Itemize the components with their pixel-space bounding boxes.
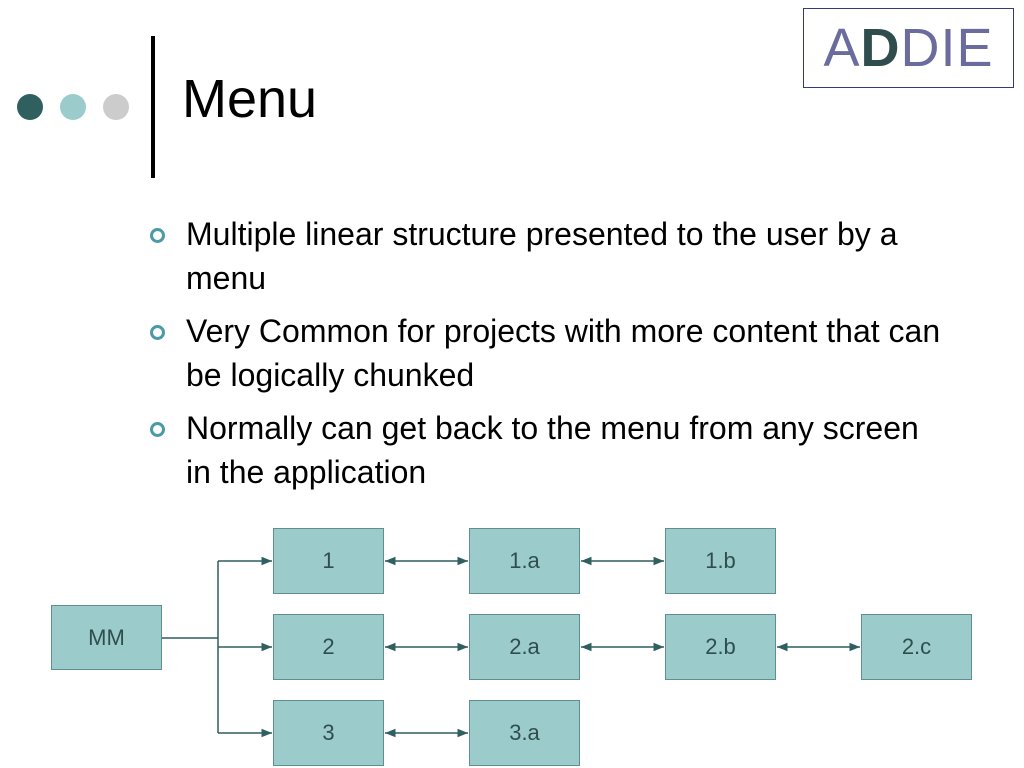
decorative-dot-teal bbox=[60, 94, 86, 120]
bullet-text: Normally can get back to the menu from a… bbox=[186, 410, 919, 490]
bullet-text: Multiple linear structure presented to t… bbox=[186, 216, 898, 296]
node-1a: 1.a bbox=[469, 528, 580, 594]
node-1: 1 bbox=[273, 528, 384, 594]
node-3a: 3.a bbox=[469, 700, 580, 766]
node-2a: 2.a bbox=[469, 614, 580, 680]
node-3: 3 bbox=[273, 700, 384, 766]
logo-part-a: A bbox=[823, 18, 861, 78]
logo-part-die: DIE bbox=[900, 18, 994, 78]
bullet-item: Multiple linear structure presented to t… bbox=[150, 212, 950, 300]
bullet-list: Multiple linear structure presented to t… bbox=[150, 212, 950, 503]
node-2b: 2.b bbox=[665, 614, 776, 680]
node-1b: 1.b bbox=[665, 528, 776, 594]
bullet-item: Very Common for projects with more conte… bbox=[150, 309, 950, 397]
bullet-ring-icon bbox=[150, 325, 165, 340]
logo-part-d: D bbox=[860, 18, 901, 78]
node-main-menu: MM bbox=[51, 605, 162, 670]
node-2c: 2.c bbox=[861, 614, 972, 680]
bullet-ring-icon bbox=[150, 422, 165, 437]
slide-title: Menu bbox=[182, 69, 318, 129]
bullet-ring-icon bbox=[150, 228, 165, 243]
decorative-dot-gray bbox=[103, 94, 129, 120]
title-divider bbox=[151, 36, 155, 178]
decorative-dot-dark bbox=[17, 94, 43, 120]
bullet-text: Very Common for projects with more conte… bbox=[186, 313, 941, 393]
bullet-item: Normally can get back to the menu from a… bbox=[150, 406, 950, 494]
node-2: 2 bbox=[273, 614, 384, 680]
